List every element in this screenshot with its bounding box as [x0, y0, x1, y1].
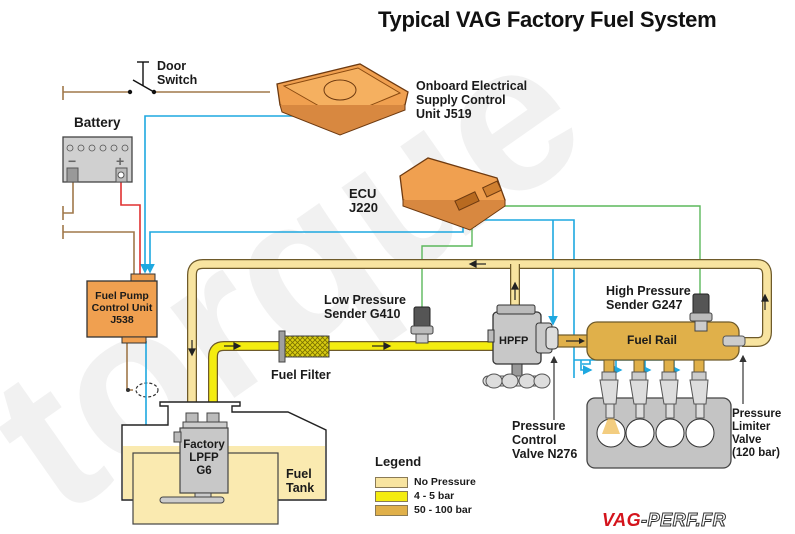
- legend-swatch: [375, 476, 408, 488]
- high-pressure-sender: [689, 293, 713, 332]
- page-title: Typical VAG Factory Fuel System: [378, 7, 717, 32]
- ground-wire-battery: [63, 182, 74, 214]
- legend-item-low-pressure: 4 - 5 bar: [375, 490, 454, 502]
- low-flow-arrows: [224, 342, 392, 350]
- legend-item-high-pressure: 50 - 100 bar: [375, 504, 472, 516]
- battery: [62, 136, 133, 183]
- power-wire-battery-j538: [120, 182, 141, 276]
- high-pressure-sender-label: High Pressure Sender G247: [606, 284, 691, 312]
- camshaft: [482, 373, 551, 389]
- door-switch: [127, 61, 157, 95]
- battery-plus: +: [116, 153, 124, 169]
- injector-4: [689, 359, 709, 419]
- connector-ellipse: [135, 382, 159, 398]
- legend-swatch: [375, 490, 408, 502]
- legend-label: 50 - 100 bar: [414, 504, 472, 516]
- ecu-label: ECU J220: [349, 186, 378, 215]
- injector-3: [659, 359, 679, 419]
- fuel-pump-control-unit: [86, 273, 158, 344]
- logo-part2: -PERF.FR: [641, 510, 727, 531]
- legend-label: 4 - 5 bar: [414, 490, 455, 502]
- signal-wire-g410-ecu: [421, 218, 477, 308]
- hpfp-label: HPFP: [499, 335, 529, 347]
- junction-dot: [126, 388, 130, 392]
- low-pressure-sender-label: Low Pressure Sender G410: [324, 293, 406, 321]
- return-flow-arrows: [188, 260, 769, 357]
- injectors: [599, 359, 709, 419]
- battery-minus: −: [68, 153, 76, 169]
- brand-logo: VAG-PERF.FR: [602, 510, 726, 531]
- fuel-filter-label: Fuel Filter: [271, 368, 331, 382]
- fuel-rail-label: Fuel Rail: [627, 333, 678, 347]
- door-switch-label: Door Switch: [157, 59, 198, 87]
- onboard-supply-control-unit: [276, 63, 409, 136]
- lpfp: [159, 412, 229, 504]
- legend-title: Legend: [375, 454, 422, 469]
- signal-wire-j519-j538: [140, 115, 303, 274]
- pressure-limiter-valve-label: Pressure Limiter Valve (120 bar): [732, 408, 782, 459]
- injector-2: [629, 359, 649, 419]
- engine-block: [586, 397, 732, 469]
- low-pressure-sender: [410, 306, 434, 344]
- legend-swatch: [375, 504, 408, 516]
- hpfp: [482, 304, 559, 389]
- door-switch-wire: [62, 86, 270, 100]
- logo-part1: VAG: [602, 510, 642, 530]
- low-pressure-fuel-line: [208, 341, 500, 412]
- legend-label: No Pressure: [414, 476, 476, 488]
- ground-wire-j538: [62, 225, 135, 276]
- injector-1: [599, 359, 619, 419]
- legend-item-no-pressure: No Pressure: [375, 476, 476, 488]
- battery-label: Battery: [74, 115, 121, 130]
- fuel-filter: [278, 330, 330, 363]
- j519-label: Onboard Electrical Supply Control Unit J…: [416, 79, 528, 121]
- fuel-tank-label: Fuel Tank: [286, 467, 315, 495]
- pressure-control-valve-label: Pressure Control Valve N276: [512, 419, 578, 461]
- lpfp-label: Factory LPFP G6: [183, 439, 225, 477]
- j538-label: Fuel Pump Control Unit J538: [91, 290, 153, 326]
- ecu: [399, 157, 506, 231]
